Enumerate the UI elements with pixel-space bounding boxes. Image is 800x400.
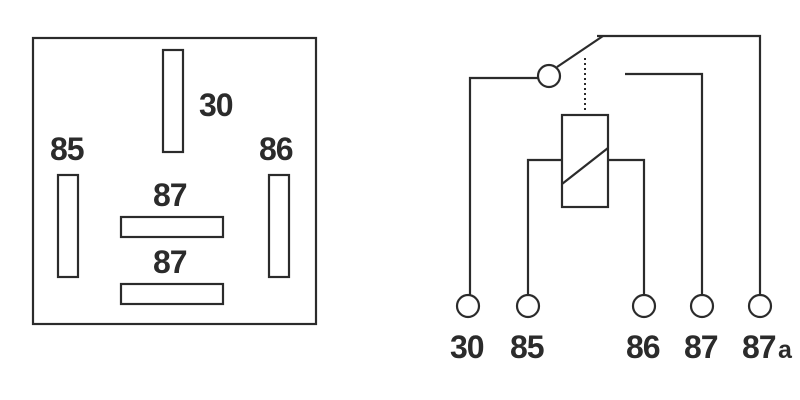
relay-schematic: 30 85 86 87 87 a <box>450 34 793 365</box>
pin-87-upper-label: 87 <box>153 177 187 213</box>
pin-85-label: 85 <box>50 131 84 167</box>
coil-winding-mark <box>561 147 609 185</box>
terminal-86-label: 86 <box>626 329 660 365</box>
pin-86-label: 86 <box>259 131 293 167</box>
relay-footprint: 30 85 86 87 87 <box>31 36 318 326</box>
terminal-85-node <box>515 293 541 319</box>
pin-87-upper-slot <box>119 215 225 239</box>
footprint-outline <box>31 36 318 326</box>
terminal-87a-suffix: a <box>778 336 793 364</box>
wire-87a <box>597 34 762 295</box>
pin-87-lower-label: 87 <box>153 244 187 280</box>
wire-86 <box>608 158 646 295</box>
pin-87-lower-slot <box>119 282 225 306</box>
wire-85 <box>526 158 562 295</box>
switch-arm <box>556 35 604 68</box>
pin-30-slot <box>161 48 185 154</box>
terminal-30-node <box>455 293 481 319</box>
common-contact-pivot <box>536 63 562 89</box>
terminal-85-label: 85 <box>510 329 544 365</box>
terminal-86-node <box>631 293 657 319</box>
pin-85-slot <box>56 173 80 279</box>
pin-86-slot <box>267 173 291 279</box>
wire-87 <box>625 72 704 295</box>
terminal-30-label: 30 <box>450 329 484 365</box>
terminal-87a-node <box>747 293 773 319</box>
terminal-87-label: 87 <box>684 329 718 365</box>
terminal-87a-label: 87 <box>742 329 776 365</box>
pin-30-label: 30 <box>199 87 233 123</box>
wire-30 <box>468 76 538 295</box>
terminal-87-node <box>689 293 715 319</box>
relay-coil <box>560 113 610 209</box>
